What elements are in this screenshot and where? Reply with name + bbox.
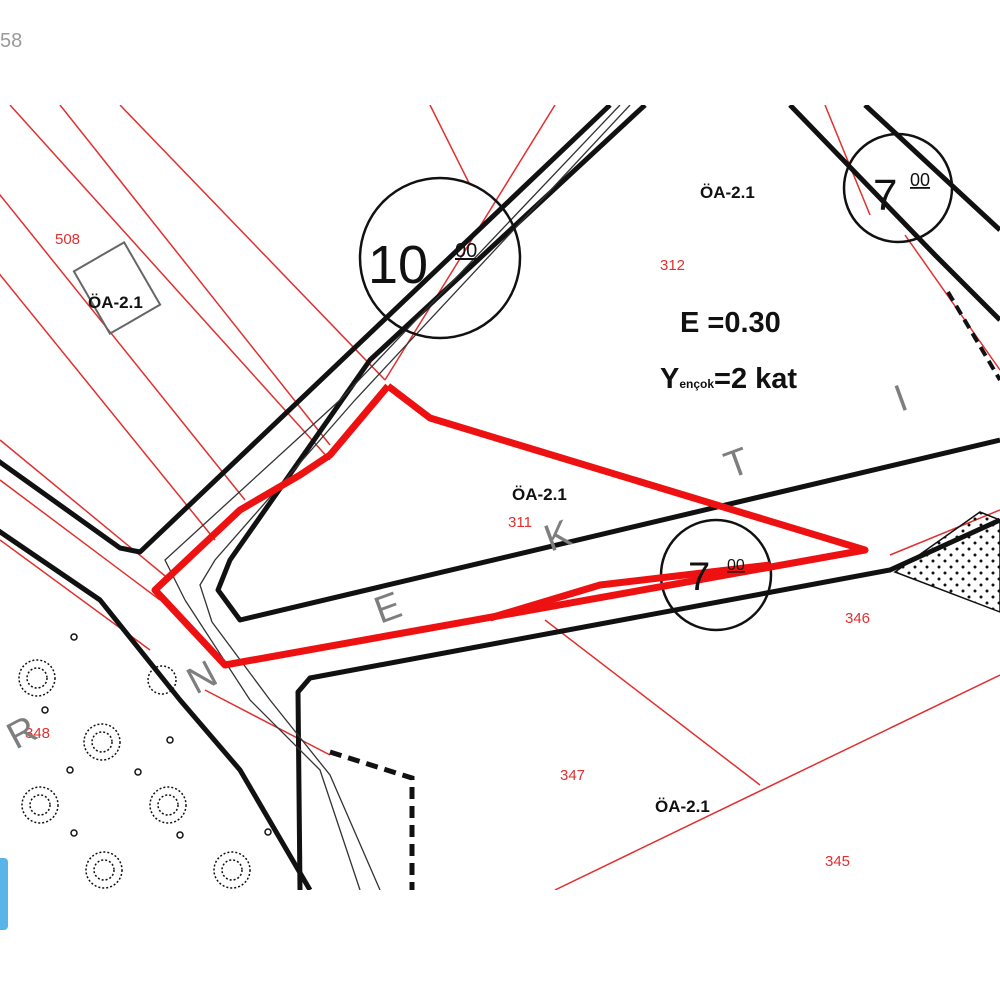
street-letter-1: R (0, 708, 44, 758)
zone-label-center: ÖA-2.1 (512, 485, 567, 504)
building-outline (72, 240, 162, 336)
road-width-north-value: 10 (368, 235, 428, 295)
road-width-east-value: 7 (873, 171, 897, 220)
street-letter-3: E (369, 584, 407, 632)
parcel-number-311: 311 (508, 514, 532, 531)
road-width-south-decimal: 00 (727, 557, 745, 574)
zone-label-ne: ÖA-2.1 (700, 183, 755, 202)
floor-area-ratio: E =0.30 (680, 307, 781, 339)
tree-symbols (18, 659, 251, 889)
road-width-south-value: 7 (688, 555, 710, 599)
parcel-number-508: 508 (55, 231, 80, 248)
zone-label-south: ÖA-2.1 (655, 797, 710, 816)
green-area-hatch (893, 511, 1000, 613)
dashed-boundary (329, 749, 415, 890)
side-tab-handle[interactable] (0, 858, 8, 930)
parcel-number-345: 345 (825, 853, 850, 870)
dashed-boundary-east (946, 290, 1000, 382)
highlighted-parcel (151, 383, 869, 669)
parcel-number-312: 312 (660, 257, 685, 274)
street-letter-4: K (539, 512, 577, 560)
road-edges (0, 105, 1000, 890)
page-number: 58 (0, 30, 23, 52)
road-width-north-decimal: 00 (455, 240, 477, 262)
road-centerlines (164, 105, 631, 890)
height-limit: Yençok=2 kat (660, 363, 797, 395)
height-value: =2 kat (714, 363, 797, 395)
road-width-circle-north (358, 176, 522, 340)
cadastral-lines (0, 105, 1000, 890)
road-width-circle-east (842, 132, 954, 244)
parcel-number-348: 348 (25, 725, 50, 742)
height-subscript: ençok (679, 377, 714, 391)
zone-label-nw: ÖA-2.1 (88, 293, 143, 312)
road-width-east-decimal: 00 (910, 170, 930, 190)
street-letter-5: T (719, 440, 755, 487)
small-circles (41, 633, 272, 839)
parcel-number-346: 346 (845, 610, 870, 627)
parcel-number-347: 347 (560, 767, 585, 784)
street-letter-6: I (889, 377, 913, 420)
height-prefix: Y (660, 363, 679, 395)
